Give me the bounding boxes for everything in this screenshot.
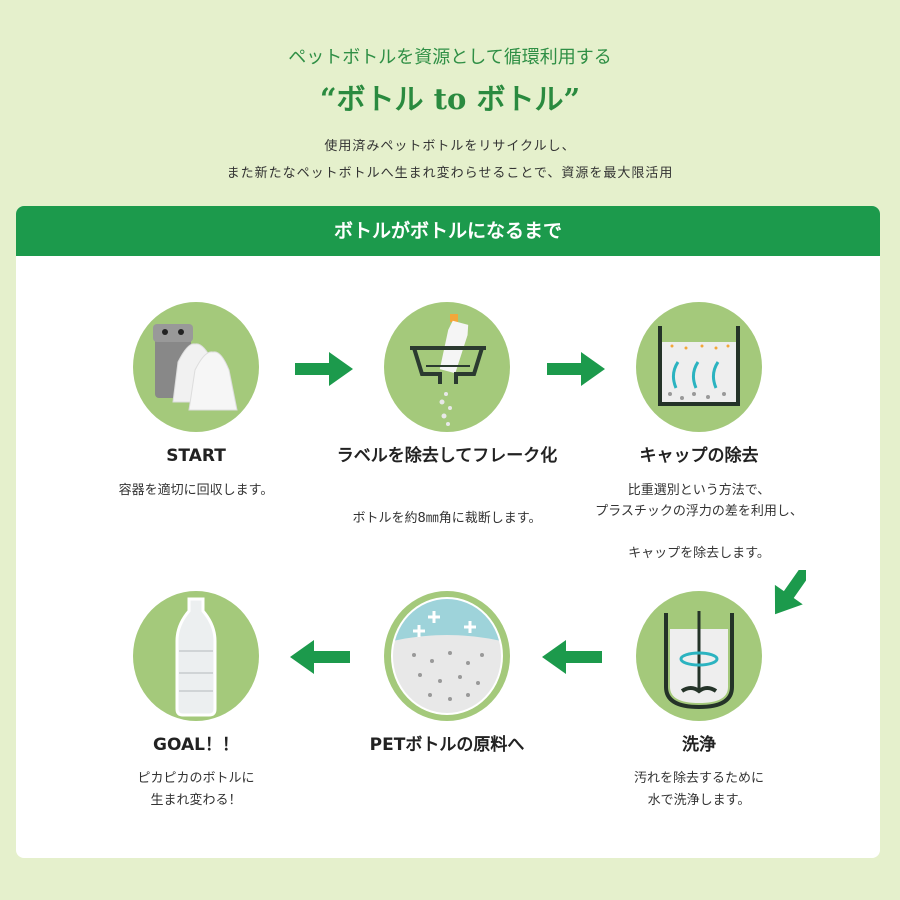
crusher-icon <box>384 302 510 432</box>
step-desc: ピカピカのボトルに <box>137 771 255 786</box>
step-desc: 比重選別という方法で、 <box>627 483 771 498</box>
arrow-right-icon <box>547 352 605 386</box>
step-title-goal: GOAL！！ <box>153 735 239 755</box>
page-title: “ボトル to ボトル” <box>319 82 581 116</box>
arrow-left-icon <box>290 640 350 674</box>
arrow-left-icon <box>542 640 602 674</box>
step-title-flake: ラベルを除去してフレーク化 <box>336 446 558 466</box>
process-card: ボトルがボトルになるまで START 容器を適切に回収します。 ラベルを除去して… <box>16 206 880 858</box>
subtitle: ペットボトルを資源として循環利用する <box>288 47 612 68</box>
step-desc: ボトルを約8㎜角に裁断します。 <box>352 511 542 526</box>
step-desc: 容器を適切に回収します。 <box>118 483 274 498</box>
card-heading: ボトルがボトルになるまで <box>16 206 880 256</box>
arrow-right-icon <box>295 352 353 386</box>
pet-pellets-icon <box>384 591 510 721</box>
washing-tank-icon <box>636 591 762 721</box>
step-desc: 水で洗浄します。 <box>647 793 751 808</box>
step-desc: 生まれ変わる！ <box>150 793 242 808</box>
step-title-cap: キャップの除去 <box>639 446 759 466</box>
step-desc: プラスチックの浮力の差を利用し、 <box>595 504 803 519</box>
flotation-tank-icon <box>636 302 762 432</box>
intro-line-2: また新たなペットボトルへ生まれ変わらせることで、資源を最大限活用 <box>226 166 674 181</box>
pet-bottle-icon <box>133 591 259 721</box>
step-desc: 汚れを除去するために <box>633 771 764 786</box>
collection-bin-bags-icon <box>133 302 259 432</box>
step-title-start: START <box>166 446 226 466</box>
step-title-wash: 洗浄 <box>682 735 716 755</box>
step-title-pet: PETボトルの原料へ <box>369 735 525 755</box>
arrow-down-left-icon <box>774 570 806 615</box>
step-desc: キャップを除去します。 <box>628 546 770 561</box>
intro-line-1: 使用済みペットボトルをリサイクルし、 <box>324 139 576 154</box>
